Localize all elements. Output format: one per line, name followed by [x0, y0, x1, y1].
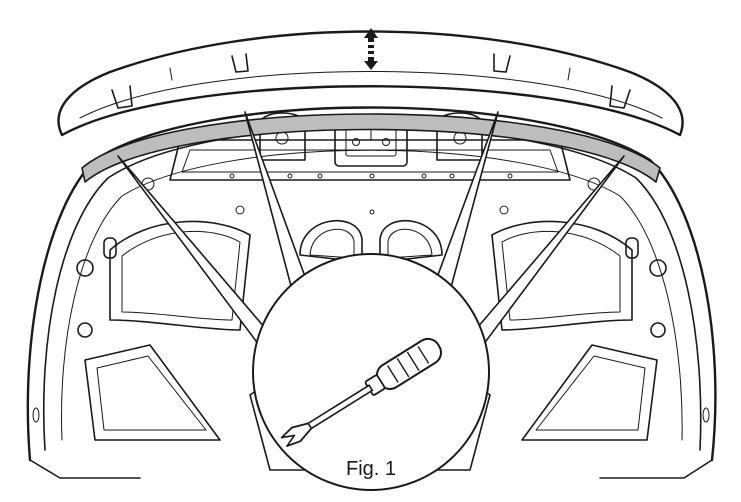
lower-cutout-right: [521, 344, 658, 441]
lower-cutout-left-inner: [96, 355, 207, 431]
center-lobe-left: [299, 219, 363, 263]
upper-recess: [169, 139, 571, 181]
side-bolt-right: [649, 259, 667, 277]
lid-bottom-right: [599, 459, 713, 479]
side-cutout-left: [109, 220, 251, 331]
spoiler-rib-2: [567, 67, 571, 81]
side-bolt-right-lower: [650, 322, 666, 338]
lower-cutout-right-inner: [535, 355, 646, 431]
weatherstrip-seal: [81, 113, 661, 183]
center-lobe-right: [379, 219, 443, 263]
lid-bottom-left: [29, 459, 141, 479]
spoiler-tab-1: [111, 85, 133, 109]
side-cutout-left-inner: [121, 230, 241, 321]
edge-hole-right: [702, 407, 710, 423]
side-cutout-right-inner: [501, 230, 621, 321]
spoiler-tab-4: [609, 85, 631, 109]
side-bolt-left-lower: [77, 322, 93, 338]
center-lobe-left-inner: [309, 228, 355, 259]
latch-bolt-left: [352, 138, 360, 146]
spoiler-tab-2: [231, 53, 249, 73]
center-lobe-right-inner: [387, 228, 433, 259]
rear-spoiler: [57, 30, 684, 137]
panel-holes: [229, 173, 513, 215]
double-arrow-icon: [364, 28, 378, 70]
screwdriver-icon: [280, 337, 442, 447]
side-slot-left: [103, 237, 117, 259]
figure-caption: Fig. 1: [346, 458, 396, 480]
spoiler-body: [57, 30, 684, 137]
trunk-lid-inner-panel: [26, 106, 717, 479]
lower-cutout-left: [84, 344, 221, 441]
edge-hole-left: [32, 407, 40, 423]
spoiler-edge-line: [79, 71, 663, 119]
side-slot-right: [625, 237, 639, 259]
spoiler-tab-3: [493, 53, 511, 73]
side-bolt-left: [76, 259, 94, 277]
detail-magnifier: [252, 253, 490, 491]
hinge-pocket-left: [259, 112, 306, 161]
latch-bolt-right: [382, 138, 390, 146]
upper-recess-inner: [181, 149, 559, 173]
hinge-bolt-left: [275, 131, 289, 145]
lid-outer-edge: [26, 106, 717, 462]
spoiler-rib-1: [169, 67, 173, 81]
side-cutout-right: [491, 220, 633, 331]
